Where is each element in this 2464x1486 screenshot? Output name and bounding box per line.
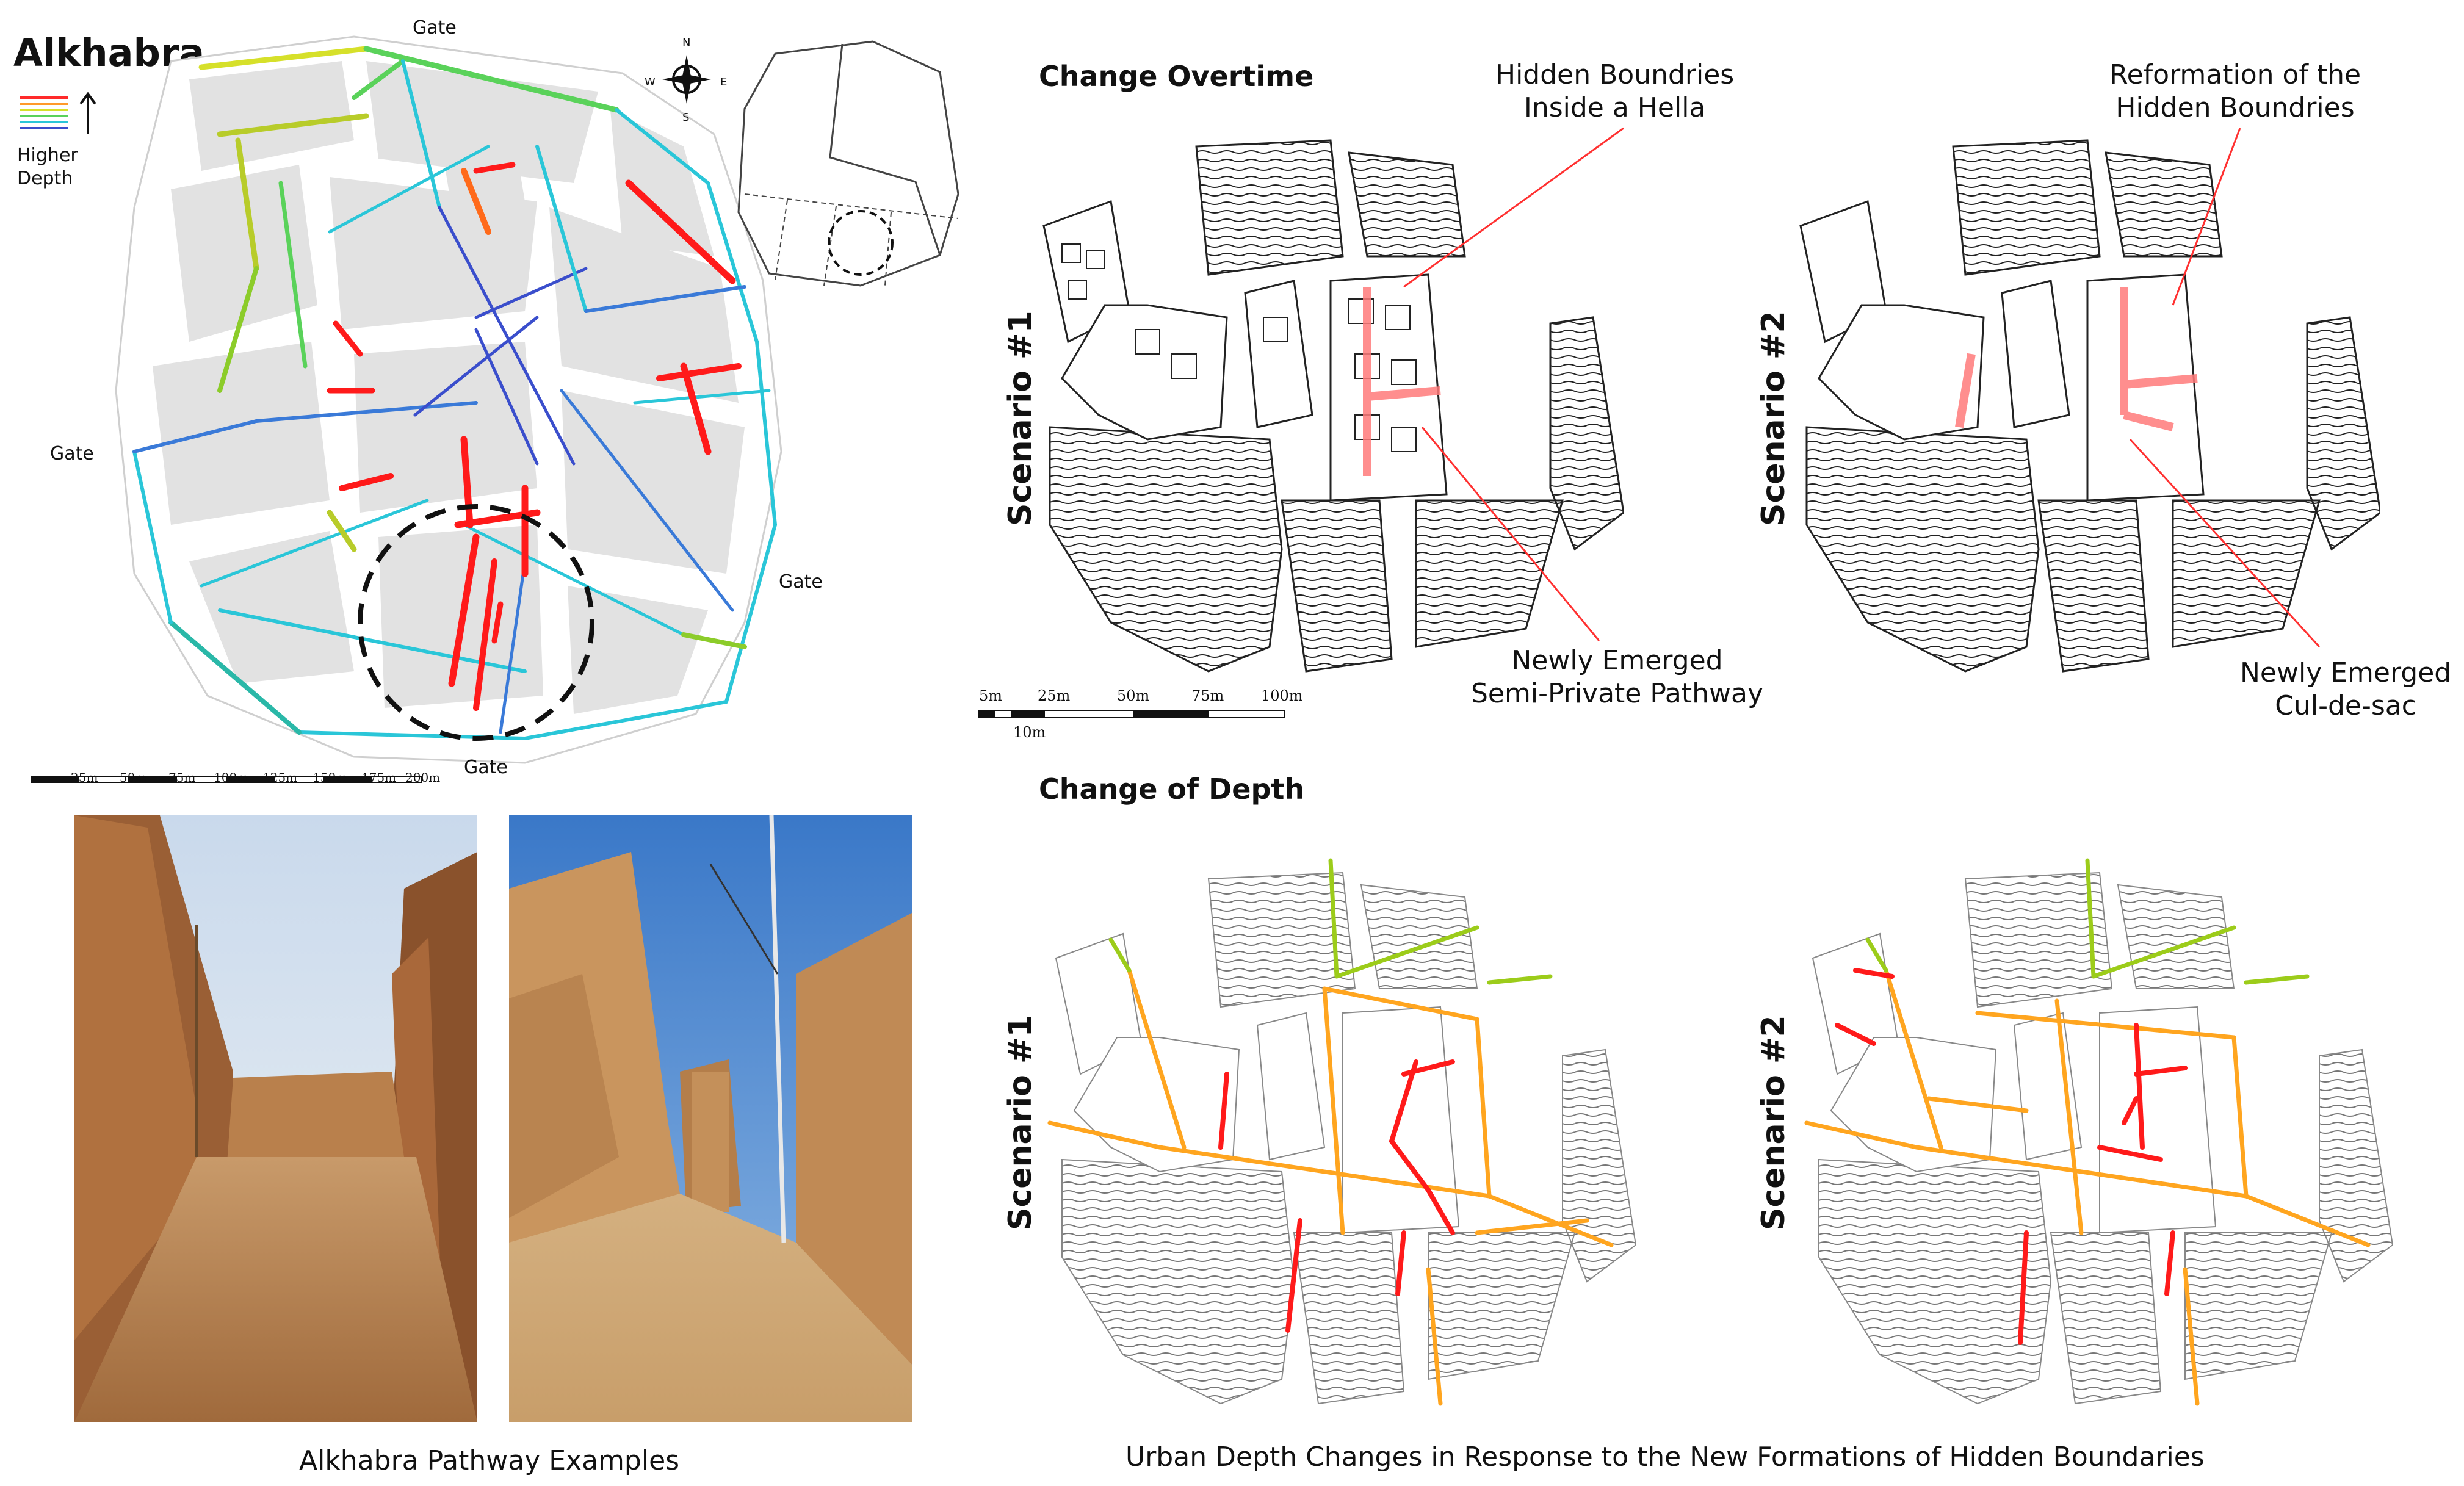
overtime-scenario-2-plan bbox=[1799, 139, 2380, 673]
overtime-scale-tick: 25m bbox=[1038, 687, 1071, 704]
gate-label-top: Gate bbox=[413, 17, 457, 38]
map-scale-tick: 150m bbox=[313, 770, 348, 785]
depth-scenario-2-label: Scenario #2 bbox=[1755, 1015, 1792, 1230]
change-overtime-title: Change Overtime bbox=[1039, 60, 1314, 93]
photos-caption: Alkhabra Pathway Examples bbox=[299, 1445, 680, 1476]
depth-caption: Urban Depth Changes in Response to the N… bbox=[1125, 1441, 2205, 1473]
overtime-scale-tick: 50m bbox=[1117, 687, 1150, 704]
inset-locator-map bbox=[737, 40, 959, 287]
overtime-scale-tick: 5m bbox=[979, 687, 1003, 704]
map-scale-tick: 50m bbox=[120, 770, 147, 785]
annotation-hidden-boundaries: Hidden Boundries Inside a Hella bbox=[1495, 59, 1735, 123]
change-depth-title: Change of Depth bbox=[1039, 773, 1305, 806]
map-scale-bar bbox=[31, 776, 422, 783]
depth-scenario-1-plan bbox=[1047, 858, 1636, 1406]
compass-e: E bbox=[720, 76, 728, 88]
map-scale-tick: 200m bbox=[405, 770, 441, 785]
depth-legend bbox=[20, 92, 96, 134]
map-scale-tick: 125m bbox=[262, 770, 298, 785]
alkhabra-depth-map bbox=[115, 35, 782, 764]
pathway-photo-2 bbox=[509, 815, 912, 1422]
annotation-cul-de-sac: Newly Emerged Cul-de-sac bbox=[2240, 657, 2452, 721]
overtime-scale-sub: 10m bbox=[1013, 724, 1046, 741]
map-scale-tick: 25m bbox=[71, 770, 98, 785]
gate-label-left: Gate bbox=[50, 443, 94, 464]
compass-w: W bbox=[645, 76, 656, 88]
overtime-scale-tick: 75m bbox=[1191, 687, 1224, 704]
annotation-semi-private-pathway: Newly Emerged Semi-Private Pathway bbox=[1471, 645, 1763, 709]
depth-scenario-2-plan bbox=[1804, 858, 2393, 1406]
map-scale-tick: 75m bbox=[168, 770, 196, 785]
map-scale-tick: 100m bbox=[214, 770, 249, 785]
overtime-scale-bar bbox=[978, 710, 1285, 718]
gate-label-right: Gate bbox=[779, 571, 823, 593]
overtime-scale-tick: 100m bbox=[1261, 687, 1303, 704]
compass-s: S bbox=[682, 111, 690, 124]
depth-scenario-1-label: Scenario #1 bbox=[1002, 1015, 1039, 1230]
gate-label-bottom: Gate bbox=[464, 757, 508, 778]
depth-legend-label: Higher Depth bbox=[17, 145, 78, 189]
annotation-leaders bbox=[1403, 127, 2321, 648]
compass-n: N bbox=[682, 37, 691, 49]
pathway-photo-1 bbox=[74, 815, 477, 1422]
overtime-scenario-1-plan bbox=[1042, 139, 1624, 673]
annotation-reformation: Reformation of the Hidden Boundries bbox=[2109, 59, 2361, 123]
map-scale-tick: 175m bbox=[361, 770, 397, 785]
